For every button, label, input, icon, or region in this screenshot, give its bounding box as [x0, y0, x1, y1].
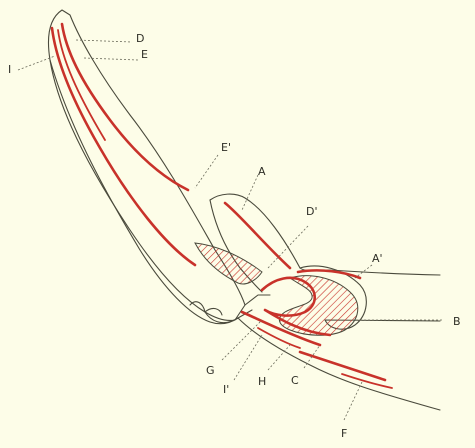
leader-i-prime — [234, 335, 262, 380]
hatched-region-left — [195, 243, 262, 284]
label-d: D — [136, 32, 144, 45]
label-b: B — [453, 315, 461, 328]
leader-g — [222, 320, 262, 360]
red-line-d — [62, 24, 188, 190]
lower-body-outline — [50, 60, 238, 324]
label-a-prime: A' — [372, 252, 383, 265]
leader-d — [76, 40, 132, 42]
hatched-region-b — [279, 276, 357, 336]
label-g: G — [206, 364, 215, 377]
label-a: A — [258, 165, 266, 178]
label-d-prime: D' — [306, 205, 318, 218]
label-e: E — [141, 48, 148, 61]
red-line-e — [58, 30, 105, 140]
leader-d-prime — [268, 226, 308, 268]
label-c: C — [291, 374, 299, 387]
leader-f — [344, 382, 362, 420]
leader-i — [18, 56, 55, 70]
label-f: F — [341, 427, 347, 440]
leader-a — [242, 175, 258, 210]
label-e-prime: E' — [221, 141, 231, 154]
leader-e-prime — [195, 155, 218, 188]
label-i: I — [8, 63, 11, 76]
label-i-prime: I' — [223, 383, 229, 396]
label-h: H — [258, 375, 266, 388]
